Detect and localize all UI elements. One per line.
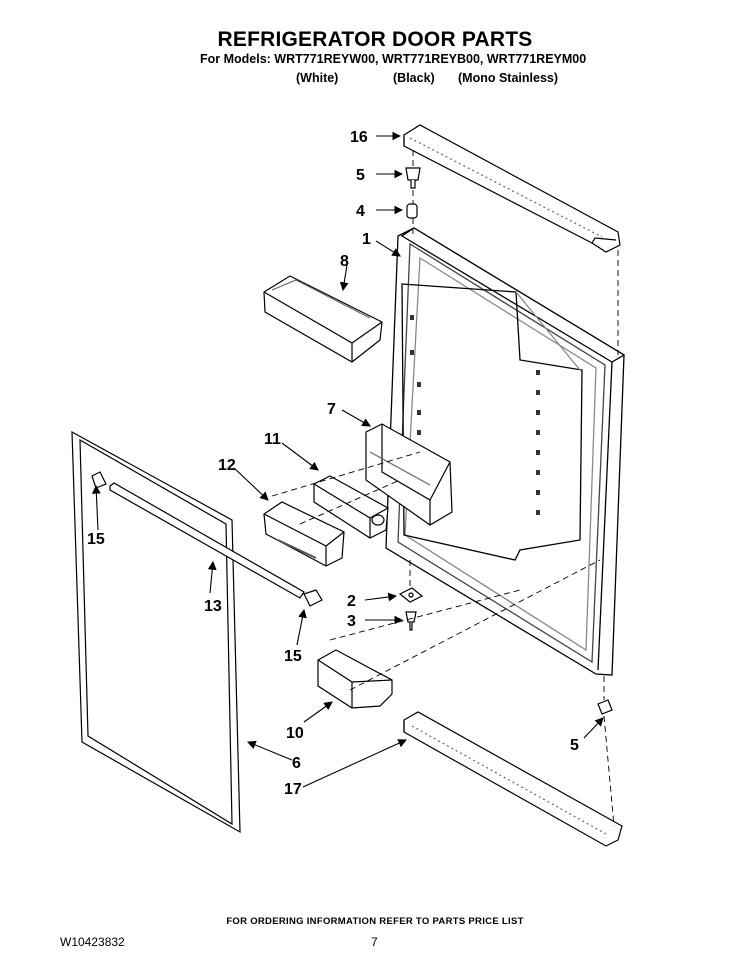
- door-liner-part: [385, 227, 626, 676]
- variant-white: (White): [296, 71, 339, 85]
- models-line: For Models: WRT771REYW00, WRT771REYB00, …: [200, 52, 587, 66]
- callout-5-top: 5: [356, 167, 365, 184]
- page-number: 7: [371, 935, 378, 949]
- hinge-screw-part: [405, 611, 417, 631]
- callout-11: 11: [264, 431, 281, 448]
- callout-16: 16: [350, 129, 368, 146]
- callout-15-upper: 15: [87, 531, 105, 548]
- lower-door-bin-part: [317, 649, 393, 709]
- callout-leaders: [91, 131, 604, 788]
- callout-5-bottom: 5: [570, 737, 579, 754]
- trim-clip-upper-part: [91, 471, 107, 489]
- bushing-part: [406, 203, 418, 219]
- bin-cover-part: [263, 501, 345, 567]
- callout-6: 6: [292, 755, 301, 772]
- bottom-screw-part: [597, 699, 613, 715]
- top-cap-part: [403, 124, 621, 253]
- callout-8: 8: [340, 253, 349, 270]
- callout-2: 2: [347, 593, 356, 610]
- callout-10: 10: [286, 725, 304, 742]
- callout-13: 13: [204, 598, 222, 615]
- hinge-part: [398, 587, 424, 603]
- dispenser-shelf-part: [365, 423, 453, 526]
- assembly-guide-lines: [271, 150, 619, 827]
- top-screw-part: [405, 167, 421, 189]
- variant-black: (Black): [393, 71, 435, 85]
- callout-7: 7: [327, 401, 336, 418]
- small-bin-part: [313, 475, 389, 539]
- callout-3: 3: [347, 613, 356, 630]
- variant-mono-stainless: (Mono Stainless): [458, 71, 559, 85]
- callout-12: 12: [218, 457, 236, 474]
- door-gasket-part: [71, 430, 241, 834]
- bottom-cap-part: [403, 711, 623, 847]
- ordering-note: FOR ORDERING INFORMATION REFER TO PARTS …: [226, 916, 524, 927]
- page-title: REFRIGERATOR DOOR PARTS: [217, 28, 533, 51]
- callout-4: 4: [356, 203, 365, 220]
- callout-17: 17: [284, 781, 302, 798]
- upper-door-bin-part: [263, 275, 383, 363]
- callout-1: 1: [362, 231, 371, 248]
- trim-strip-part: [109, 482, 305, 599]
- document-number: W10423832: [60, 935, 125, 949]
- trim-clip-lower-part: [303, 589, 323, 607]
- callout-15-lower: 15: [284, 648, 302, 665]
